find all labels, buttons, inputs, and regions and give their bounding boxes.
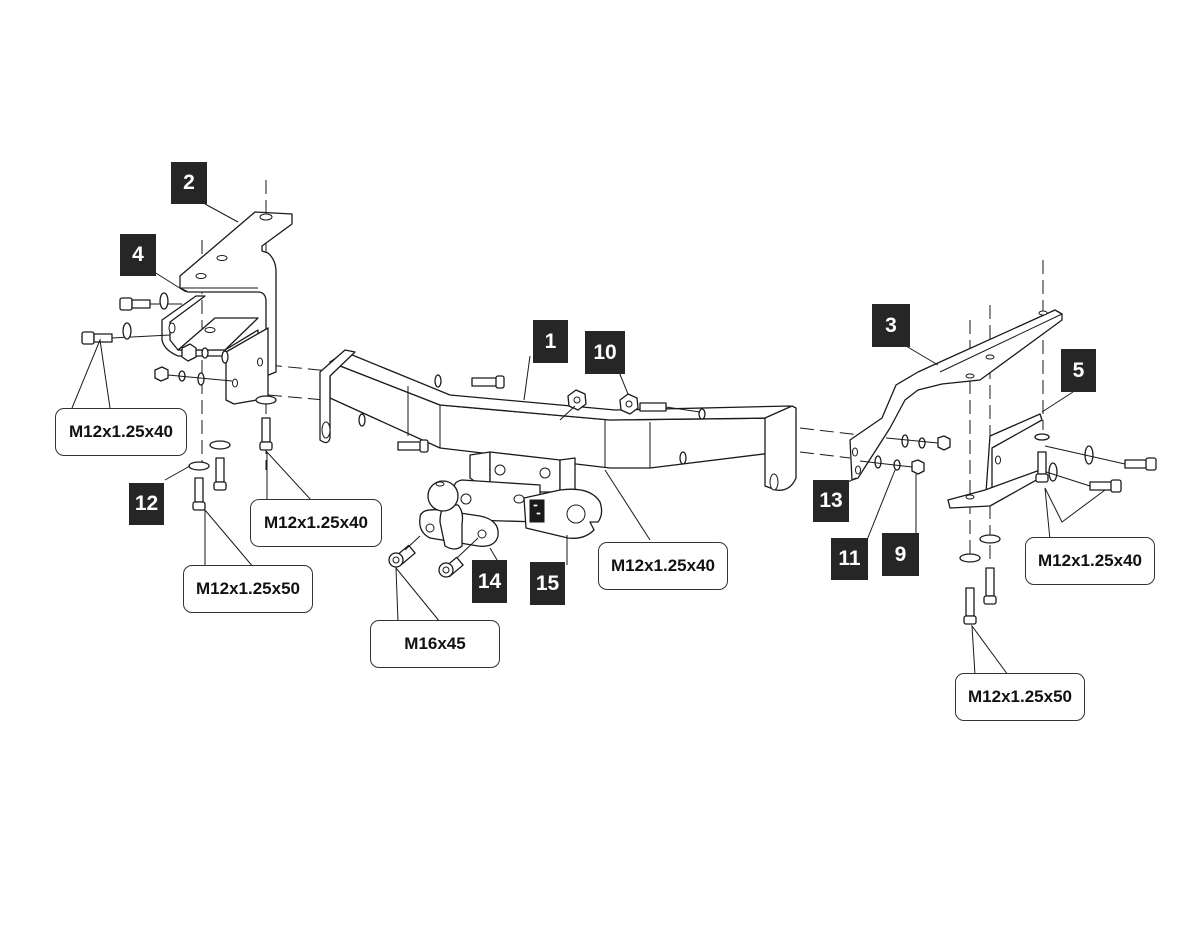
- callout-9: 9: [882, 533, 919, 576]
- right-lower-bracket: [947, 413, 1043, 509]
- spec-label-left-side: M12x1.25x40: [55, 408, 187, 456]
- spec-label-left-bottom-50: M12x1.25x50: [183, 565, 313, 613]
- callout-14: 14: [472, 560, 507, 603]
- callout-13: 13: [813, 480, 849, 522]
- tow-ball-mount: [388, 451, 576, 578]
- leader-lines: [71, 203, 1106, 676]
- callout-3: 3: [872, 304, 910, 347]
- callout-2: 2: [171, 162, 207, 204]
- spec-label-center: M12x1.25x40: [598, 542, 728, 590]
- right-upper-bracket: [849, 309, 1063, 481]
- callout-12: 12: [129, 483, 164, 525]
- center-nuts: [559, 389, 701, 421]
- callout-10: 10: [585, 331, 625, 374]
- main-crossbar: [319, 349, 797, 491]
- spec-label-left-bottom-40: M12x1.25x40: [250, 499, 382, 547]
- left-fasteners: [81, 292, 277, 511]
- callout-1: 1: [533, 320, 568, 363]
- callout-5: 5: [1061, 349, 1096, 392]
- callout-15: 15: [530, 562, 565, 605]
- right-fasteners: [859, 433, 1157, 625]
- spec-label-right-bottom-50: M12x1.25x50: [955, 673, 1085, 721]
- spec-label-right-side: M12x1.25x40: [1025, 537, 1155, 585]
- callout-4: 4: [120, 234, 156, 276]
- left-lower-bracket: [161, 295, 269, 405]
- callout-11: 11: [831, 538, 868, 580]
- spec-label-ball-bolts: M16x45: [370, 620, 500, 668]
- left-upper-bracket: [179, 211, 293, 377]
- socket-plate: [523, 488, 603, 539]
